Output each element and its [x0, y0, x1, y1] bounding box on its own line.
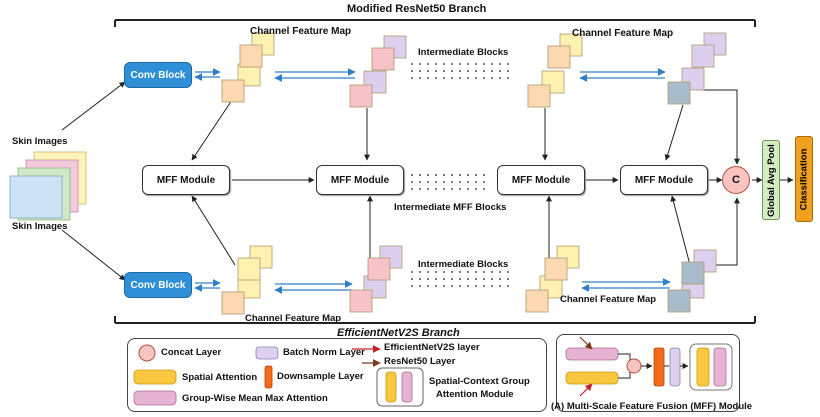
- mff-legend-box: [556, 334, 740, 412]
- flow-arrows-bottom: [194, 278, 671, 294]
- channel-feature-map-label-bottom-right: Channel Feature Map: [560, 294, 657, 305]
- feature-map-stack-top-4b: [691, 32, 727, 68]
- feature-map-stacks: [221, 32, 727, 315]
- skin-images-label-bottom: Skin Images: [12, 221, 68, 232]
- classification-block: Classification: [795, 136, 813, 222]
- feature-map-stack-bottom-2: [349, 275, 387, 313]
- top-branch-title: Modified ResNet50 Branch: [347, 3, 487, 15]
- feature-map-stack-top-3b: [547, 33, 583, 69]
- intermediate-dots-mid: [411, 174, 485, 190]
- mff-module-3: MFF Module: [497, 165, 585, 195]
- concat-node: C: [722, 166, 750, 194]
- legend-batch-norm-label: Batch Norm Layer: [283, 347, 365, 358]
- feature-map-stack-top-2: [349, 70, 387, 108]
- intermediate-mff-blocks-label: Intermediate MFF Blocks: [394, 202, 507, 213]
- legend-spatial-context-line1: Spatial-Context Group: [429, 376, 530, 387]
- feature-map-stack-top-1: [221, 63, 261, 103]
- legend-resnet-label: ResNet50 Layer: [384, 356, 456, 367]
- mff-mini-diagram: [565, 336, 733, 397]
- bottom-branch-bracket: [114, 316, 756, 324]
- intermediate-dots-bottom: [411, 271, 509, 287]
- flow-arrows-top: [194, 68, 666, 82]
- feature-map-stack-bottom-1b: [237, 245, 273, 281]
- mff-module-4: MFF Module: [620, 165, 708, 195]
- skin-image-stack: [9, 151, 87, 221]
- mff-module-2: MFF Module: [316, 165, 404, 195]
- conv-block-top: Conv Block: [124, 62, 192, 88]
- feature-map-stack-top-1b: [239, 32, 275, 68]
- intermediate-blocks-label-bottom: Intermediate Blocks: [418, 259, 509, 270]
- feature-map-stack-bottom-4b: [681, 249, 717, 285]
- channel-feature-map-label-top-right: Channel Feature Map: [572, 28, 674, 39]
- legend-graphics: [133, 344, 424, 407]
- bottom-branch-title: EfficientNetV2S Branch: [337, 327, 460, 339]
- intermediate-blocks-label-top: Intermediate Blocks: [418, 47, 509, 58]
- legend-efficientnet-label: EfficientNetV2S layer: [384, 342, 480, 353]
- top-branch-bracket: [114, 19, 756, 27]
- skin-images-label-top: Skin Images: [12, 136, 68, 147]
- feature-map-stack-bottom-1: [221, 275, 261, 315]
- feature-map-stack-top-3: [527, 70, 565, 108]
- channel-feature-map-label-top-left: Channel Feature Map: [250, 26, 352, 37]
- legend-box: [127, 338, 547, 412]
- feature-map-stack-top-2b: [371, 35, 407, 71]
- legend-concat-label: Concat Layer: [161, 347, 222, 358]
- global-avg-pool-block: Global Avg Pool: [762, 140, 780, 220]
- intermediate-dots-top: [411, 63, 509, 79]
- legend-group-wise-label: Group-Wise Mean Max Attention: [182, 393, 328, 404]
- feature-map-stack-bottom-3b: [544, 245, 580, 281]
- feature-map-stack-bottom-2b: [367, 245, 403, 281]
- input-to-top-conv-arrow: [61, 81, 126, 131]
- conv-block-bottom: Conv Block: [124, 272, 192, 298]
- input-to-bottom-conv-arrow: [61, 229, 126, 281]
- channel-feature-map-label-bottom-left: Channel Feature Map: [245, 313, 342, 324]
- mff-module-1: MFF Module: [142, 165, 230, 195]
- legend-downsample-label: Downsample Layer: [277, 371, 364, 382]
- feature-map-stack-bottom-3: [525, 275, 563, 313]
- mff-module-caption: (A) Multi-Scale Feature Fusion (MFF) Mod…: [551, 401, 753, 412]
- legend-spatial-attention-label: Spatial Attention: [182, 372, 258, 383]
- classification-label: Classification: [798, 148, 810, 210]
- global-avg-pool-label: Global Avg Pool: [765, 143, 777, 217]
- feature-map-stack-top-4: [667, 67, 705, 105]
- legend-spatial-context-line2: Attention Module: [436, 389, 514, 400]
